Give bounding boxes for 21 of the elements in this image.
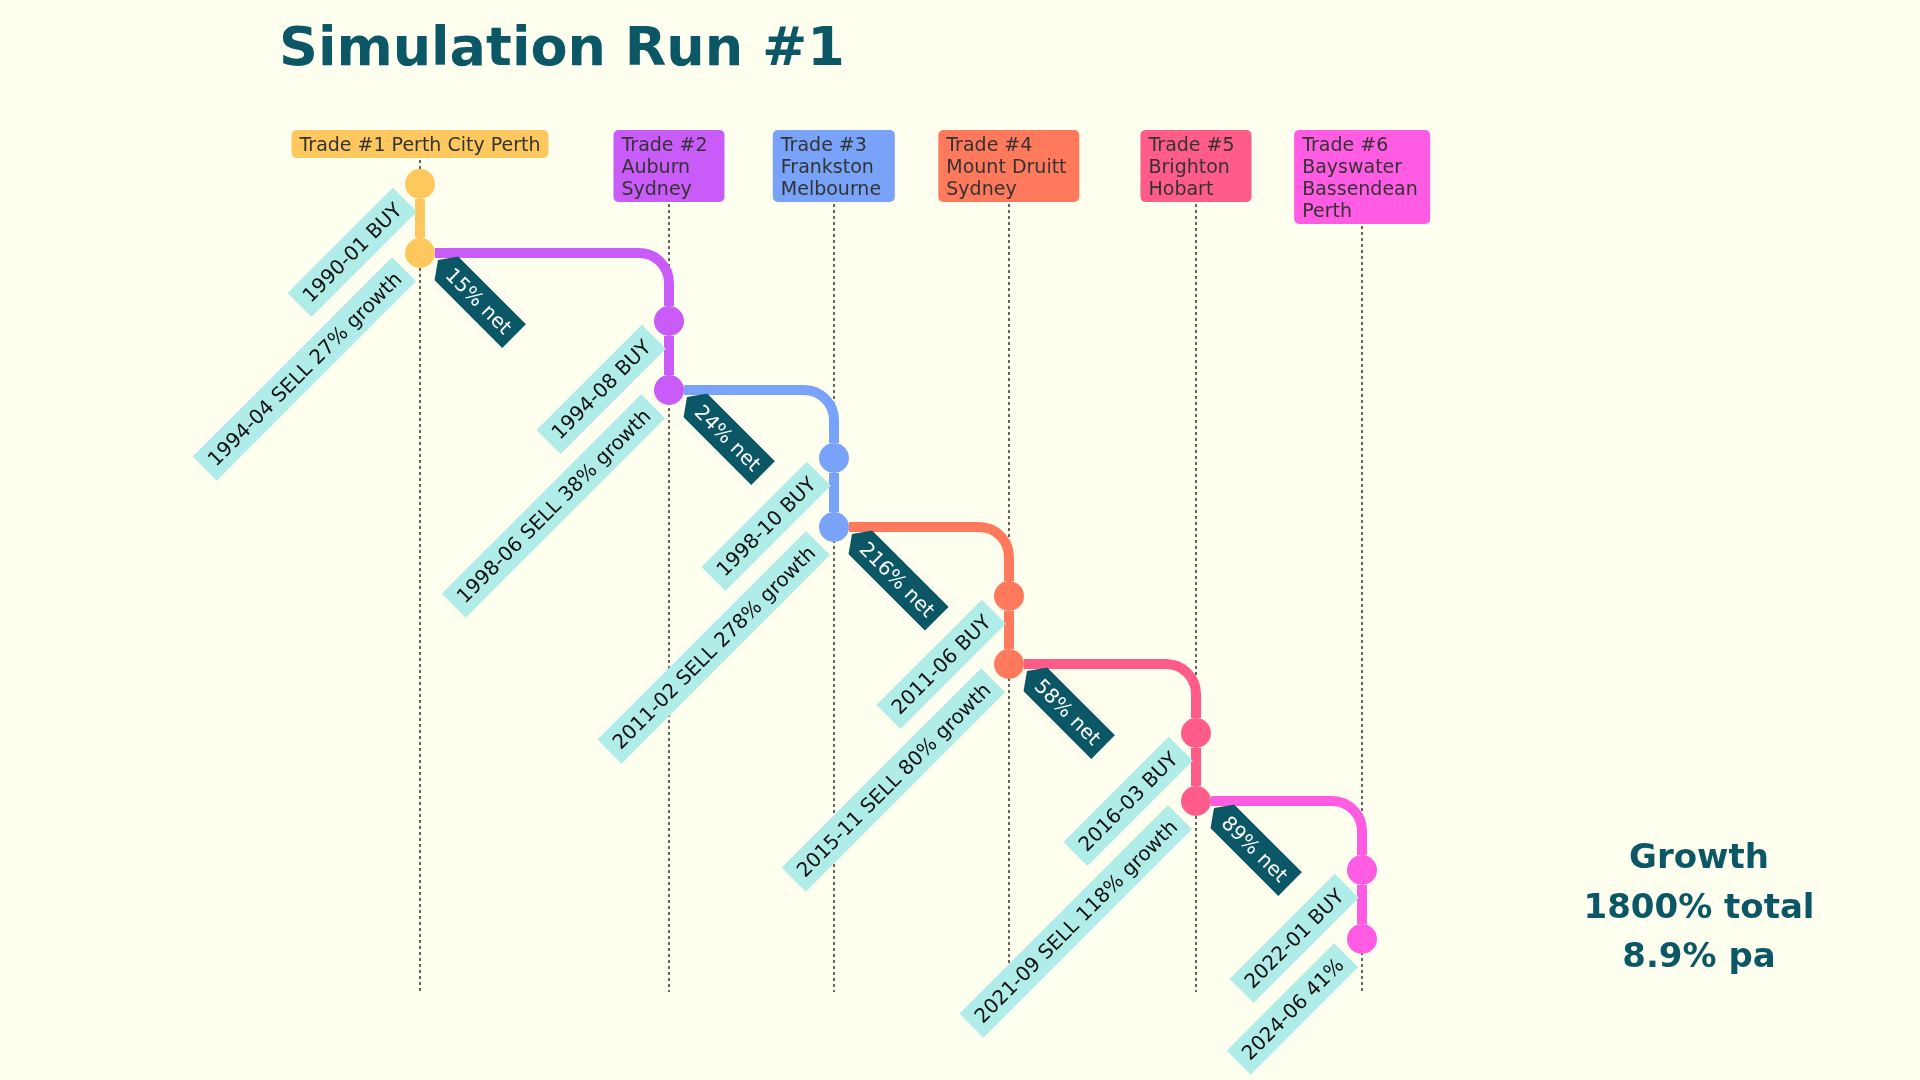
branch-line: [664, 336, 674, 375]
branch-line: [1211, 796, 1367, 855]
branch-label: Trade #4 Mount Druitt Sydney: [938, 130, 1080, 202]
branch-label: Trade #2 Auburn Sydney: [613, 130, 725, 202]
branch-line: [435, 248, 674, 306]
branch-label: Trade #5 Brighton Hobart: [1140, 130, 1252, 202]
summary-text: 1800% total: [1583, 885, 1815, 928]
title: Simulation Run #1: [279, 14, 845, 80]
summary-text: Growth: [1629, 835, 1769, 878]
summary-text: 8.9% pa: [1622, 934, 1776, 977]
branch-label: Trade #6 Bayswater Bassendean Perth: [1294, 130, 1430, 224]
branch-line: [849, 522, 1014, 581]
branch-line: [829, 473, 839, 512]
branch-label: Trade #1 Perth City Perth: [291, 130, 549, 158]
branch-line: [1024, 659, 1201, 718]
branch-line: [415, 199, 425, 238]
branch-line: [1191, 748, 1201, 786]
branch-line: [1357, 885, 1367, 924]
branch-label: Trade #3 Frankston Melbourne: [772, 130, 896, 202]
branch-line: [684, 385, 839, 443]
branch-line: [1004, 611, 1014, 649]
